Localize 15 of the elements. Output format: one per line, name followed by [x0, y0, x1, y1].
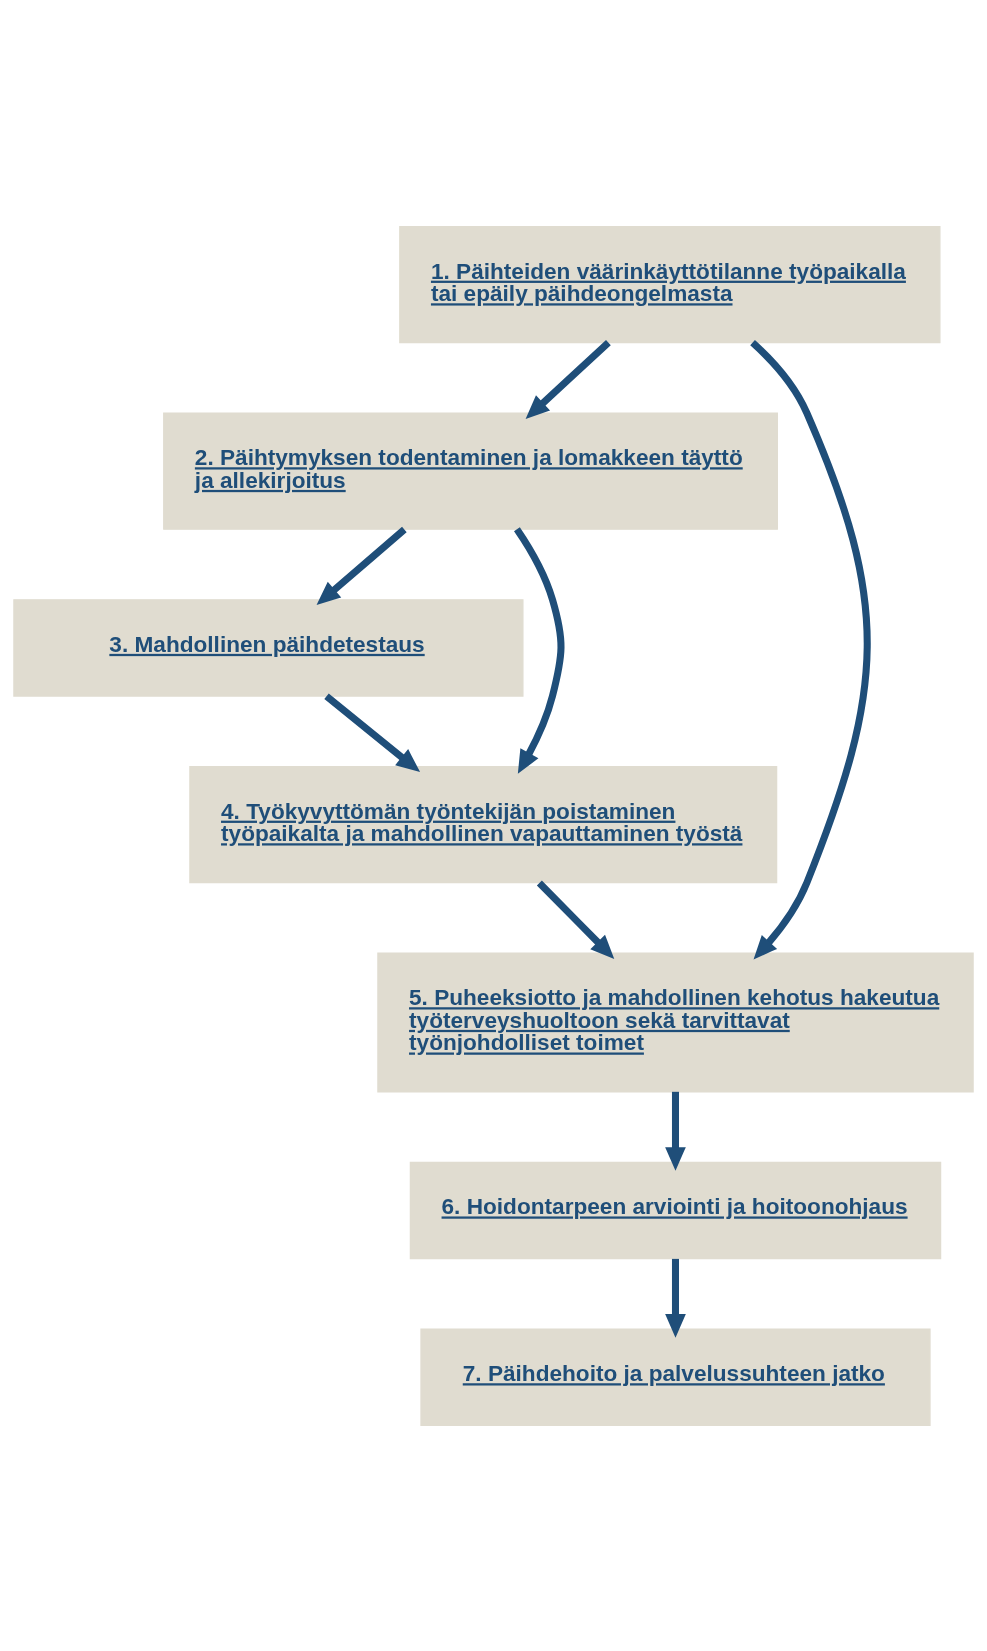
node-box: 1. Päihteiden väärinkäyttötilanne työpaikalla tai epäily päihdeongelmasta [399, 225, 941, 343]
arrow [514, 526, 565, 774]
arrow [324, 693, 421, 772]
arrow [525, 339, 611, 419]
arrow [316, 526, 407, 605]
node-box: 4. Työkyvyttömän työntekijän poistaminen työpaikalta ja mahdollinen vapauttaminen työstä [189, 765, 778, 883]
node-box: 2. Päihtymyksen todentaminen ja lomakkeen täyttö ja allekirjoitus [163, 412, 778, 530]
arrow [665, 1258, 686, 1338]
node-box: 7. Päihdehoito ja palvelussuhteen jatko [420, 1328, 931, 1426]
node-box: 6. Hoidontarpeen arviointi ja hoitoonohjaus [409, 1161, 942, 1259]
arrow [536, 879, 615, 959]
node-box: 3. Mahdollinen päihdetestaus [13, 598, 524, 697]
arrow [750, 339, 871, 959]
arrow [665, 1091, 686, 1171]
node-box: 5. Puheeksiotto ja mahdollinen kehotus hakeutua työterveyshuoltoon sekä tarvittavat työnjohdolliset toimet [377, 952, 974, 1092]
